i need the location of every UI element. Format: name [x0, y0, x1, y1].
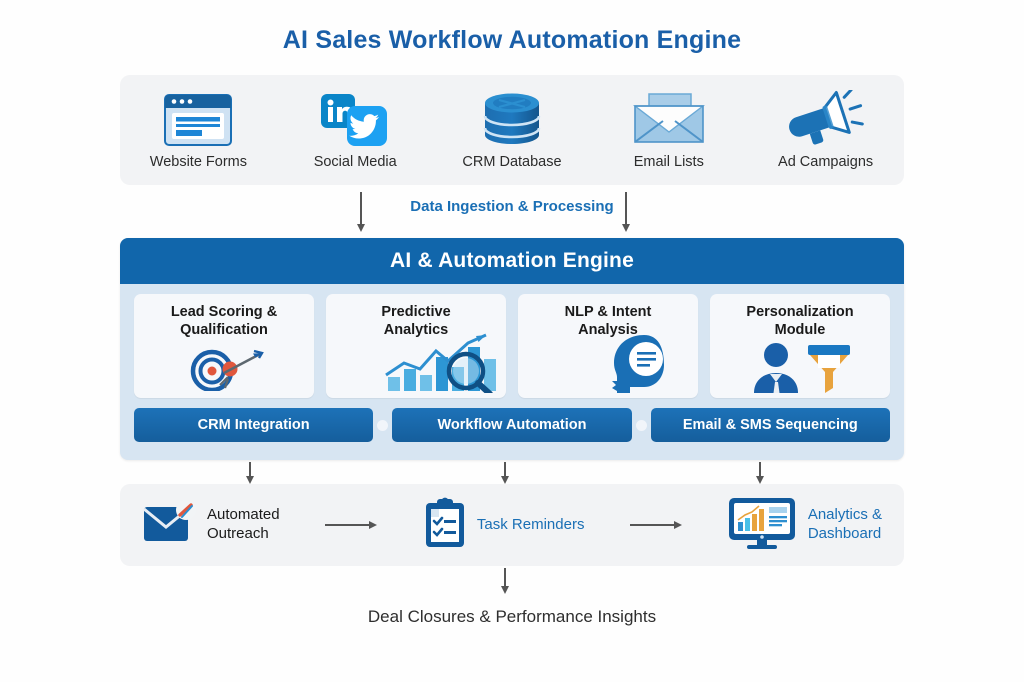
- source-ad-campaigns[interactable]: Ad Campaigns: [747, 90, 904, 170]
- ingest-arrow-right: [622, 192, 630, 232]
- flow-arrow-1: [280, 521, 422, 529]
- ingest-arrow-left: [357, 192, 365, 232]
- envelope-icon: [627, 90, 711, 148]
- module-nlp-intent[interactable]: NLP & Intent Analysis: [518, 294, 698, 398]
- twitter-icon: [347, 106, 388, 146]
- module-label-line1: NLP & Intent: [564, 304, 652, 320]
- person-icon: [754, 343, 798, 393]
- output-task-reminders[interactable]: Task Reminders: [422, 497, 585, 554]
- output-arrow-1: [246, 462, 254, 484]
- funnel-icon: [808, 345, 850, 393]
- megaphone-icon: [786, 90, 866, 148]
- source-label: Ad Campaigns: [778, 154, 874, 170]
- ai-automation-engine-panel: AI & Automation Engine Lead Scoring & Qu…: [120, 238, 904, 460]
- bar-chart-magnifier-icon: [382, 331, 502, 398]
- source-crm-database[interactable]: CRM Database: [434, 90, 591, 170]
- source-social-media[interactable]: Social Media: [277, 90, 434, 170]
- module-label-line2: Qualification: [180, 322, 268, 339]
- source-website-forms[interactable]: Website Forms: [120, 90, 277, 170]
- source-label: Website Forms: [149, 154, 248, 170]
- output-label-line2: Dashboard: [807, 525, 882, 542]
- module-personalization[interactable]: Personalization Module: [710, 294, 890, 398]
- output-label-line2: Outreach: [207, 525, 269, 542]
- pill-workflow-automation[interactable]: Workflow Automation: [392, 408, 632, 442]
- module-label-line2: Module: [774, 322, 826, 339]
- module-label-line1: Predictive: [381, 304, 451, 320]
- clipboard-checklist-icon: [422, 497, 468, 554]
- outputs-panel: Automated Outreach: [120, 484, 904, 566]
- pill-crm-integration[interactable]: CRM Integration: [134, 408, 374, 442]
- source-label: Email Lists: [633, 154, 704, 170]
- source-label: Social Media: [313, 154, 397, 170]
- source-email-lists[interactable]: Email Lists: [590, 90, 747, 170]
- monitor-dashboard-icon: [727, 496, 799, 555]
- pill-email-sms-sequencing[interactable]: Email & SMS Sequencing: [650, 408, 890, 442]
- social-media-icon: [315, 90, 395, 148]
- data-sources-panel: Website Forms: [120, 75, 904, 185]
- module-label-line2: Analytics: [383, 322, 449, 339]
- output-arrow-3: [756, 462, 764, 484]
- output-label-line1: Analytics &: [807, 506, 883, 524]
- envelope-pen-icon: [142, 499, 198, 552]
- engine-modules: Lead Scoring & Qualification: [120, 284, 904, 398]
- pill-connector-dot: [635, 419, 647, 431]
- module-predictive-analytics[interactable]: Predictive Analytics: [326, 294, 506, 398]
- person-funnel-icon: [746, 339, 854, 398]
- engine-pills: CRM Integration Workflow Automation Emai…: [120, 398, 904, 442]
- head-speech-bubble-icon: [600, 333, 686, 398]
- target-arrow-icon: [178, 345, 270, 396]
- output-label-line1: Task Reminders: [476, 515, 585, 533]
- output-analytics-dashboard[interactable]: Analytics & Dashboard: [727, 496, 882, 555]
- website-form-icon: [159, 90, 237, 148]
- output-label-line1: Automated: [207, 506, 280, 524]
- output-automated-outreach[interactable]: Automated Outreach: [142, 499, 280, 552]
- module-label-line1: Personalization: [746, 304, 854, 320]
- source-label: CRM Database: [462, 154, 562, 170]
- flow-arrow-2: [584, 521, 726, 529]
- footer-outcome-label: Deal Closures & Performance Insights: [367, 607, 657, 626]
- ingestion-label: Data Ingestion & Processing: [410, 198, 614, 215]
- final-arrow: [501, 568, 509, 594]
- page-title: AI Sales Workflow Automation Engine: [282, 26, 742, 54]
- module-lead-scoring[interactable]: Lead Scoring & Qualification: [134, 294, 314, 398]
- engine-header: AI & Automation Engine: [120, 238, 904, 284]
- module-label-line2: Analysis: [578, 322, 638, 339]
- module-label-line1: Lead Scoring &: [170, 304, 278, 320]
- database-icon: [475, 90, 549, 148]
- output-arrow-2: [501, 462, 509, 484]
- pill-connector-dot: [377, 419, 389, 431]
